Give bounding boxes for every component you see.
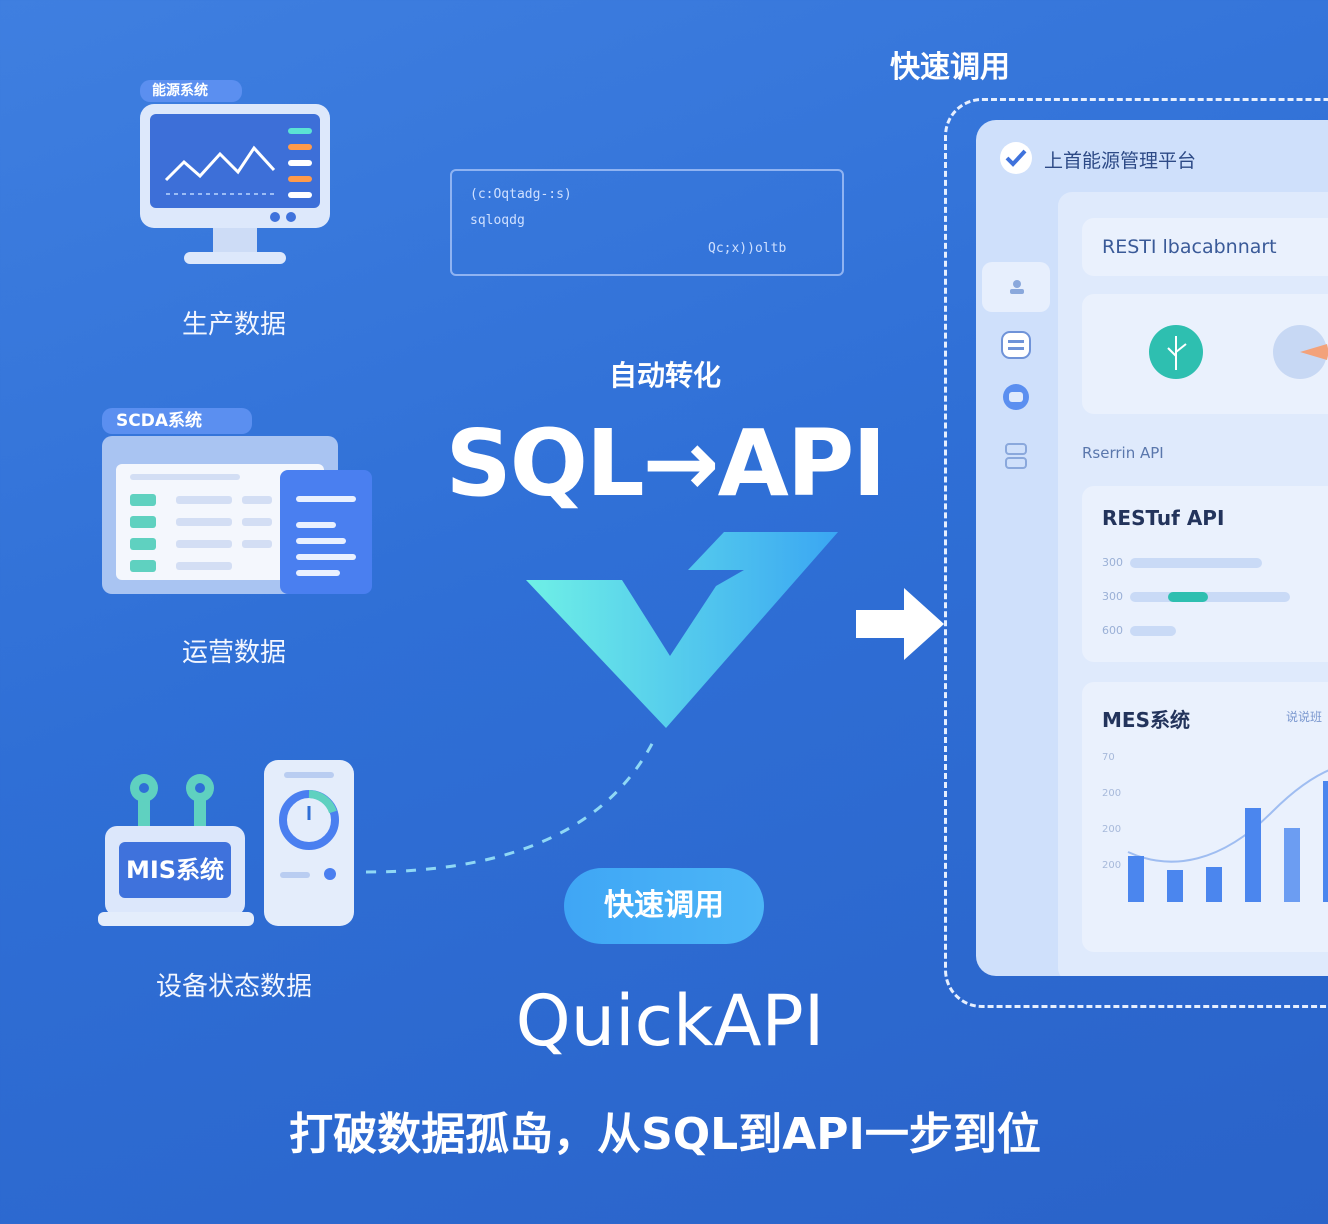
quick-call-button[interactable]: 快速调用 [564, 868, 764, 944]
monitor-base [184, 252, 286, 264]
arrow-right-icon [856, 588, 944, 660]
mes-bar [1206, 867, 1222, 902]
mes-bar [1245, 808, 1261, 902]
platform-panel: 上首能源管理平台 RESTI lbacabnnart Rserrin API R… [976, 120, 1328, 976]
leaf-icon [1149, 325, 1203, 379]
mes-card: MES系统 说说班 70 200 200 200 [1082, 682, 1328, 952]
y-tick: 200 [1102, 824, 1122, 835]
y-tick: 200 [1102, 788, 1122, 799]
auto-convert-label: 自动转化 [608, 359, 721, 392]
api-row-label: 300 [1102, 590, 1123, 603]
layers-icon[interactable] [1004, 442, 1028, 470]
mes-card-side: 说说班 [1286, 710, 1323, 724]
mes-bar [1128, 856, 1144, 902]
user-icon [1010, 280, 1024, 294]
api-row-progress [1168, 592, 1208, 602]
api-card-title: RESTuf API [1102, 506, 1225, 530]
y-tick: 200 [1102, 860, 1122, 871]
panel-content: RESTI lbacabnnart Rserrin API RESTuf API… [1058, 192, 1328, 976]
pie-icon [1273, 325, 1328, 379]
source-chip-energy: 能源系统 [140, 80, 242, 102]
monitor-icon [140, 104, 330, 228]
platform-logo-icon [1000, 142, 1032, 174]
caption-operations-data: 运营数据 [181, 638, 286, 668]
api-row-bar [1130, 592, 1290, 602]
api-row-bar [1130, 558, 1262, 568]
api-row-label: 600 [1102, 624, 1123, 637]
antenna-icon [130, 774, 214, 830]
section-label: Rserrin API [1082, 444, 1164, 462]
product-name: QuickAPI [515, 980, 825, 1062]
header-card-label: RESTI lbacabnnart [1102, 236, 1277, 258]
api-row-bar [1130, 626, 1176, 636]
database-icon[interactable] [1000, 382, 1032, 412]
device-label: MIS系统 [119, 842, 231, 898]
dashed-connector [365, 735, 658, 874]
caption-production-data: 生产数据 [181, 310, 286, 340]
gauge-icon [264, 760, 354, 926]
api-card: RESTuf API 300 300 600 [1082, 486, 1328, 662]
code-line: (c:Oqtadg-:s) [470, 187, 572, 202]
code-line: sqloqdg [470, 213, 525, 228]
api-row-label: 300 [1102, 556, 1123, 569]
device-icon: MIS系统 [105, 826, 245, 916]
mes-bar-chart [1128, 768, 1328, 902]
list-icon[interactable] [1000, 330, 1032, 360]
code-line: Qc;x))oltb [708, 241, 787, 256]
header-card: RESTI lbacabnnart [1082, 218, 1328, 276]
platform-title: 上首能源管理平台 [1044, 150, 1197, 172]
sql-code-box: (c:Oqtadg-:s) sqloqdg Qc;x))oltb [450, 169, 844, 276]
monitor-stand [213, 228, 257, 252]
caption-device-status-data: 设备状态数据 [155, 972, 312, 1002]
mes-card-title: MES系统 [1102, 708, 1190, 732]
panel-dashed-frame [944, 98, 1328, 1008]
slogan: 打破数据孤岛，从SQL到API一步到位 [289, 1109, 1041, 1160]
device-base [98, 912, 254, 926]
mes-bar [1167, 870, 1183, 902]
source-chip-scda: SCDA系统 [102, 408, 252, 434]
sidebar-item-home[interactable] [982, 262, 1050, 312]
headline: SQL→API [445, 410, 886, 517]
mes-line-icon [1127, 769, 1328, 863]
mes-bar [1284, 828, 1300, 902]
checkmark-icon [526, 532, 838, 728]
status-card [1082, 294, 1328, 414]
document-icon [280, 470, 372, 594]
mes-bar [1323, 781, 1328, 902]
top-label: 快速调用 [890, 50, 1010, 85]
y-tick: 70 [1102, 752, 1115, 763]
